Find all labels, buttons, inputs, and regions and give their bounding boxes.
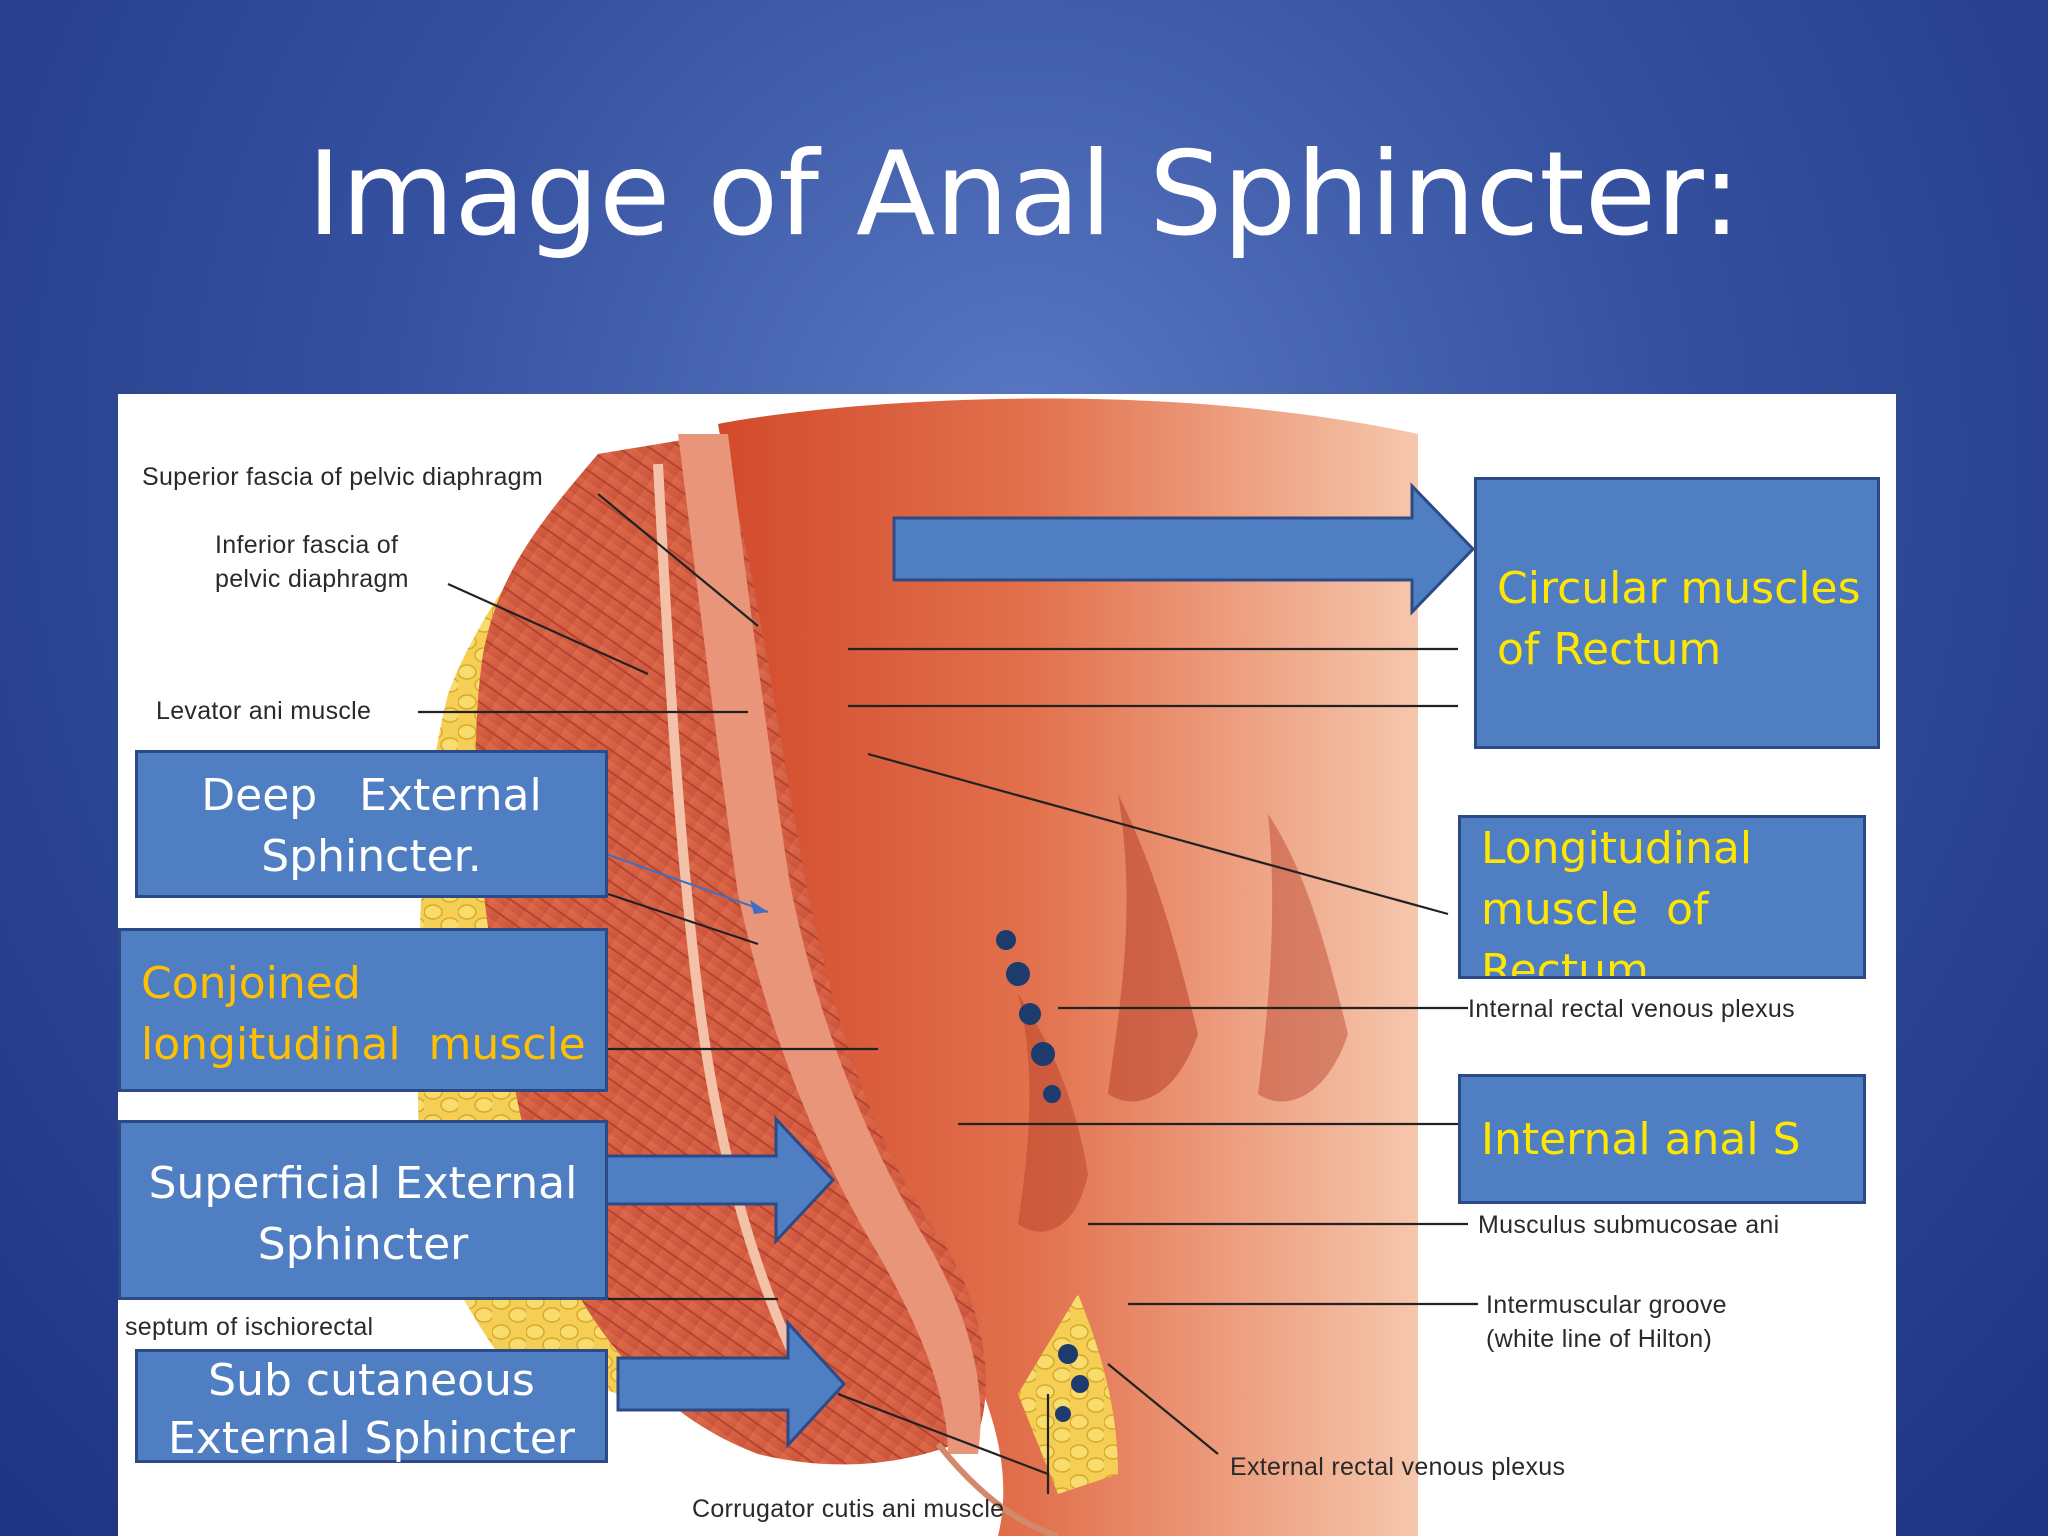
deep-external-pointer — [605, 853, 769, 913]
callout-circular-muscles: Circular muscles of Rectum — [1474, 477, 1880, 749]
circular-muscle-arrow — [892, 482, 1476, 616]
internal-venous-plexus — [996, 930, 1061, 1103]
label-septum: septum of ischiorectal — [125, 1313, 374, 1341]
internal-sphincter-band — [678, 434, 981, 1454]
skin-edge — [935, 1442, 1059, 1536]
callout-internal-anal-sphincter: Internal anal S — [1458, 1074, 1866, 1204]
label-external-rectal-plexus: External rectal venous plexus — [1230, 1453, 1566, 1481]
label-levator-ani: Levator ani muscle — [156, 697, 372, 725]
slide-title: Image of Anal Sphincter: — [307, 127, 1741, 262]
mucosal-fold — [1108, 794, 1198, 1102]
callout-deep-external-sphincter: Deep External Sphincter. — [135, 750, 608, 898]
callout-subcutaneous-external-sphincter: Sub cutaneous External Sphincter — [135, 1349, 608, 1464]
external-venous-plexus — [1055, 1344, 1089, 1422]
callout-superficial-external-sphincter: Superficial External Sphincter — [118, 1120, 608, 1300]
subcutaneous-external-arrow — [616, 1319, 847, 1449]
deep-external-pointer-head — [750, 900, 768, 914]
rectum-wall — [718, 398, 1418, 1536]
leader-lines — [418, 493, 1478, 1494]
callout-longitudinal-muscle: Longitudinal muscle of Rectum — [1458, 815, 1866, 979]
label-musculus-submucosae: Musculus submucosae ani — [1478, 1211, 1780, 1239]
ischiorectal-fat-lower — [1018, 1294, 1118, 1494]
label-corrugator: Corrugator cutis ani muscle — [692, 1495, 1005, 1523]
label-intermuscular-groove: Intermuscular groove (white line of Hilt… — [1486, 1291, 1727, 1353]
callout-conjoined-muscle: Conjoined longitudinal muscle — [118, 928, 608, 1092]
label-inferior-fascia: Inferior fascia of pelvic diaphragm — [215, 531, 409, 593]
mucosal-fold — [1258, 814, 1348, 1102]
conjoined-layer — [653, 463, 823, 1407]
label-superior-fascia: Superior fascia of pelvic diaphragm — [142, 463, 543, 491]
label-internal-rectal-plexus: Internal rectal venous plexus — [1468, 995, 1795, 1023]
